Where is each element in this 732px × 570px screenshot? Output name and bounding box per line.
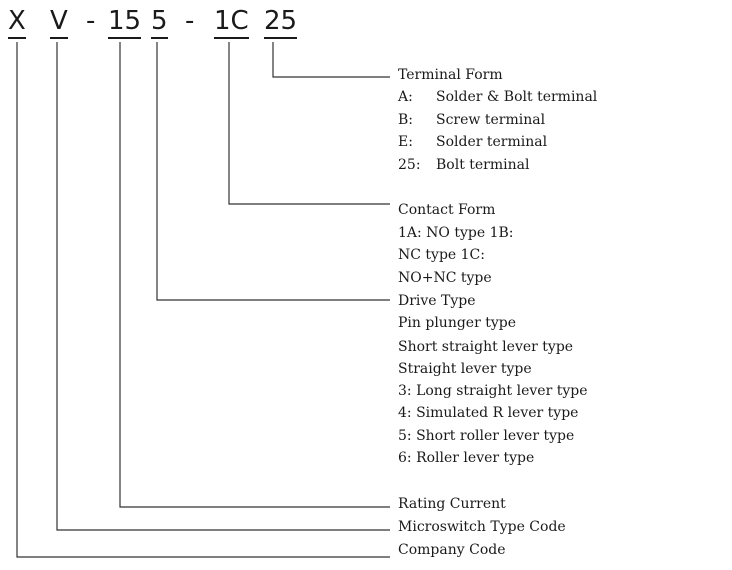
contact-form-line: NC type 1C: xyxy=(398,247,485,263)
option-key: A: xyxy=(398,89,413,105)
leader-rating xyxy=(119,42,390,508)
contact-form-line: 1A: NO type 1B: xyxy=(398,225,514,241)
terminal-option-a: A: Solder & Bolt terminal xyxy=(398,88,597,106)
leader-contact xyxy=(228,42,390,205)
code-type: V xyxy=(50,6,68,39)
terminal-option-e: E: Solder terminal xyxy=(398,133,547,151)
microswitch-type-code-title: Microswitch Type Code xyxy=(398,519,566,535)
terminal-form-title: Terminal Form xyxy=(398,67,503,83)
drive-type-line: Pin plunger type xyxy=(398,315,517,331)
drive-type-line: 5: Short roller lever type xyxy=(398,428,575,444)
option-text: Bolt terminal xyxy=(436,157,530,173)
code-drive: 5 xyxy=(151,6,168,39)
drive-type-line: 4: Simulated R lever type xyxy=(398,405,579,421)
contact-form-line: NO+NC type xyxy=(398,270,492,286)
code-separator-2: - xyxy=(185,6,195,36)
contact-form-title: Contact Form xyxy=(398,202,496,218)
leader-terminal xyxy=(272,42,390,78)
leader-drive xyxy=(156,42,390,301)
code-terminal: 25 xyxy=(264,6,298,39)
terminal-option-25: 25: Bolt terminal xyxy=(398,156,529,174)
option-text: Solder terminal xyxy=(436,134,548,150)
drive-type-title: Drive Type xyxy=(398,293,476,309)
leader-company xyxy=(16,42,390,558)
option-key: E: xyxy=(398,134,413,150)
drive-type-line: Short straight lever type xyxy=(398,339,574,355)
terminal-option-b: B: Screw terminal xyxy=(398,111,545,129)
company-code-title: Company Code xyxy=(398,542,506,558)
option-key: 25: xyxy=(398,157,421,173)
code-rating: 15 xyxy=(108,6,142,39)
option-key: B: xyxy=(398,112,414,128)
option-text: Solder & Bolt terminal xyxy=(436,89,598,105)
leader-type xyxy=(56,42,390,531)
code-company: X xyxy=(8,6,26,39)
drive-type-line: 6: Roller lever type xyxy=(398,450,535,466)
rating-current-title: Rating Current xyxy=(398,496,506,512)
drive-type-line: 3: Long straight lever type xyxy=(398,383,588,399)
drive-type-line: Straight lever type xyxy=(398,361,532,377)
option-text: Screw terminal xyxy=(436,112,546,128)
code-contact: 1C xyxy=(214,6,249,39)
code-separator-1: - xyxy=(86,6,96,36)
